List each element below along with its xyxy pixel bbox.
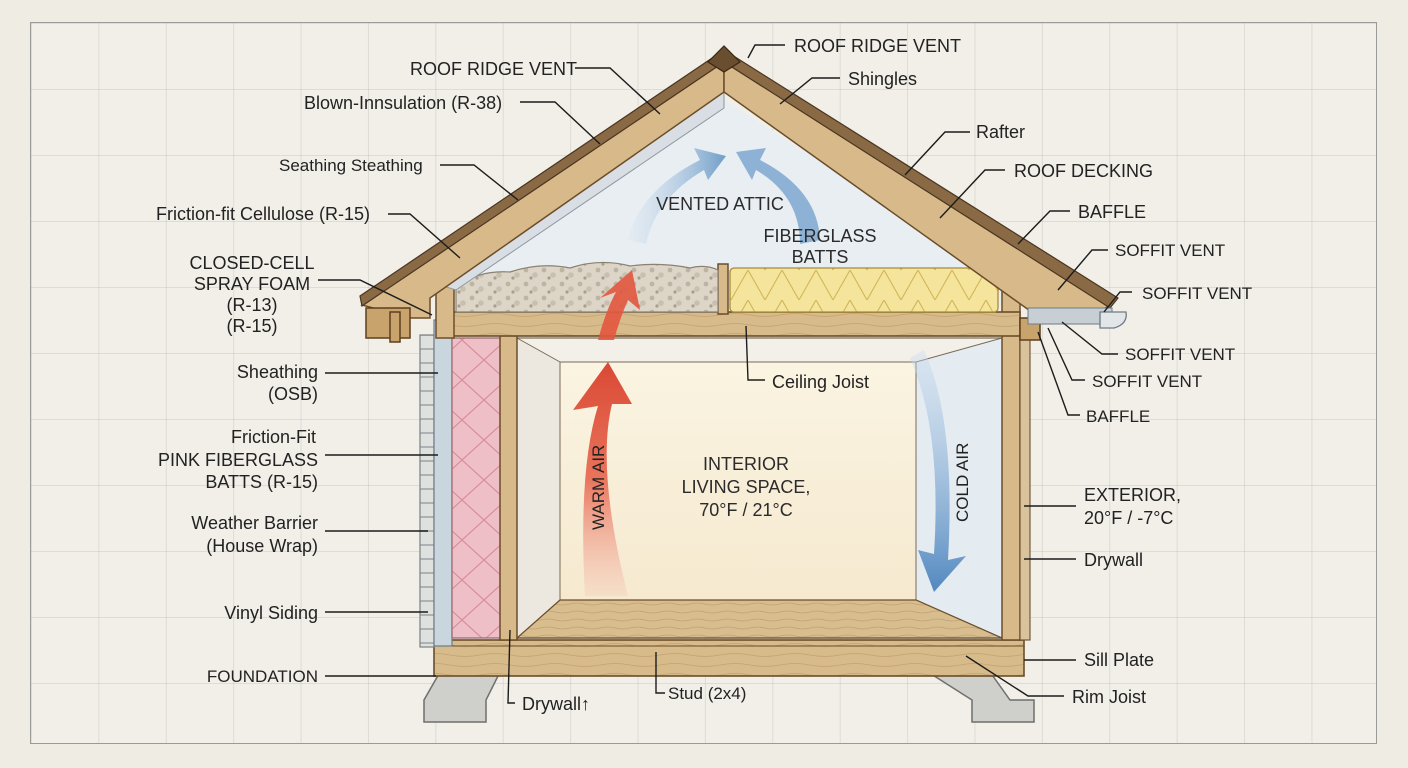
label-baffle-bottom: BAFFLE <box>1086 407 1150 426</box>
label-seathing: Seathing Steathing <box>279 156 423 175</box>
label-warm-air: WARM AIR <box>589 445 608 530</box>
label-soffit-vent-4: SOFFIT VENT <box>1092 372 1202 391</box>
label-blown-insulation: Blown-Innsulation (R-38) <box>304 93 502 113</box>
label-ridge-vent-top: ROOF RIDGE VENT <box>794 36 961 56</box>
air-flow <box>573 148 966 596</box>
ridge-cap <box>707 45 741 73</box>
label-soffit-vent-3: SOFFIT VENT <box>1125 345 1235 364</box>
attic-fiberglass-batts <box>729 267 999 313</box>
label-fiberglass-batts-1: FIBERGLASS <box>763 226 876 246</box>
left-wall <box>419 319 518 648</box>
label-sill-plate: Sill Plate <box>1084 650 1154 670</box>
label-closed-cell-4: (R-15) <box>226 316 277 336</box>
label-cold-air: COLD AIR <box>953 443 972 522</box>
label-soffit-vent-2: SOFFIT VENT <box>1142 284 1252 303</box>
label-weather-barrier-1: Weather Barrier <box>191 513 318 533</box>
label-interior-2: LIVING SPACE, <box>682 477 811 497</box>
label-soffit-vent-1: SOFFIT VENT <box>1115 241 1225 260</box>
label-closed-cell-1: CLOSED-CELL <box>189 253 314 273</box>
label-drywall-right: Drywall <box>1084 550 1143 570</box>
label-rafter: Rafter <box>976 122 1025 142</box>
label-closed-cell-3: (R-13) <box>226 295 277 315</box>
attic-space <box>455 100 1008 305</box>
warm-air-arrow <box>573 362 632 596</box>
leader-lines <box>318 44 1132 704</box>
label-exterior-2: 20°F / -7°C <box>1084 508 1173 528</box>
label-sheathing-2: (OSB) <box>268 384 318 404</box>
warm-air-arrow-upper <box>598 270 640 340</box>
label-vented-attic: VENTED ATTIC <box>656 194 784 214</box>
label-friction-fit-1: Friction-Fit <box>231 427 316 447</box>
label-closed-cell-2: SPRAY FOAM <box>194 274 310 294</box>
label-shingles: Shingles <box>848 69 917 89</box>
label-fiberglass-batts-2: BATTS <box>792 247 849 267</box>
label-vinyl-siding: Vinyl Siding <box>224 603 318 623</box>
label-ceiling-joist: Ceiling Joist <box>772 372 869 392</box>
attic-air-arrow-left <box>628 148 726 244</box>
label-stud: Stud (2x4) <box>668 684 746 703</box>
label-sheathing-1: Sheathing <box>237 362 318 382</box>
cold-air-arrow <box>910 350 966 592</box>
floor-assembly <box>433 639 1025 677</box>
label-interior-3: 70°F / 21°C <box>699 500 792 520</box>
label-foundation: FOUNDATION <box>207 667 318 686</box>
roof-left <box>359 48 725 343</box>
attic-air-arrow-right <box>736 148 820 244</box>
label-drywall-bottom: Drywall↑ <box>522 694 590 714</box>
gutter <box>1099 311 1127 329</box>
label-interior-1: INTERIOR <box>703 454 789 474</box>
label-friction-fit-2: PINK FIBERGLASS <box>158 450 318 470</box>
label-friction-fit-3: BATTS (R-15) <box>205 472 318 492</box>
label-friction-cellulose: Friction-fit Cellulose (R-15) <box>156 204 370 224</box>
label-roof-decking: ROOF DECKING <box>1014 161 1153 181</box>
blown-cellulose <box>455 261 719 313</box>
label-ridge-vent-left: ROOF RIDGE VENT <box>410 59 577 79</box>
label-rim-joist: Rim Joist <box>1072 687 1146 707</box>
label-weather-barrier-2: (House Wrap) <box>206 536 318 556</box>
label-exterior-1: EXTERIOR, <box>1084 485 1181 505</box>
label-baffle-top: BAFFLE <box>1078 202 1146 222</box>
labels: ROOF RIDGE VENT ROOF RIDGE VENT Shingles… <box>156 36 1252 714</box>
